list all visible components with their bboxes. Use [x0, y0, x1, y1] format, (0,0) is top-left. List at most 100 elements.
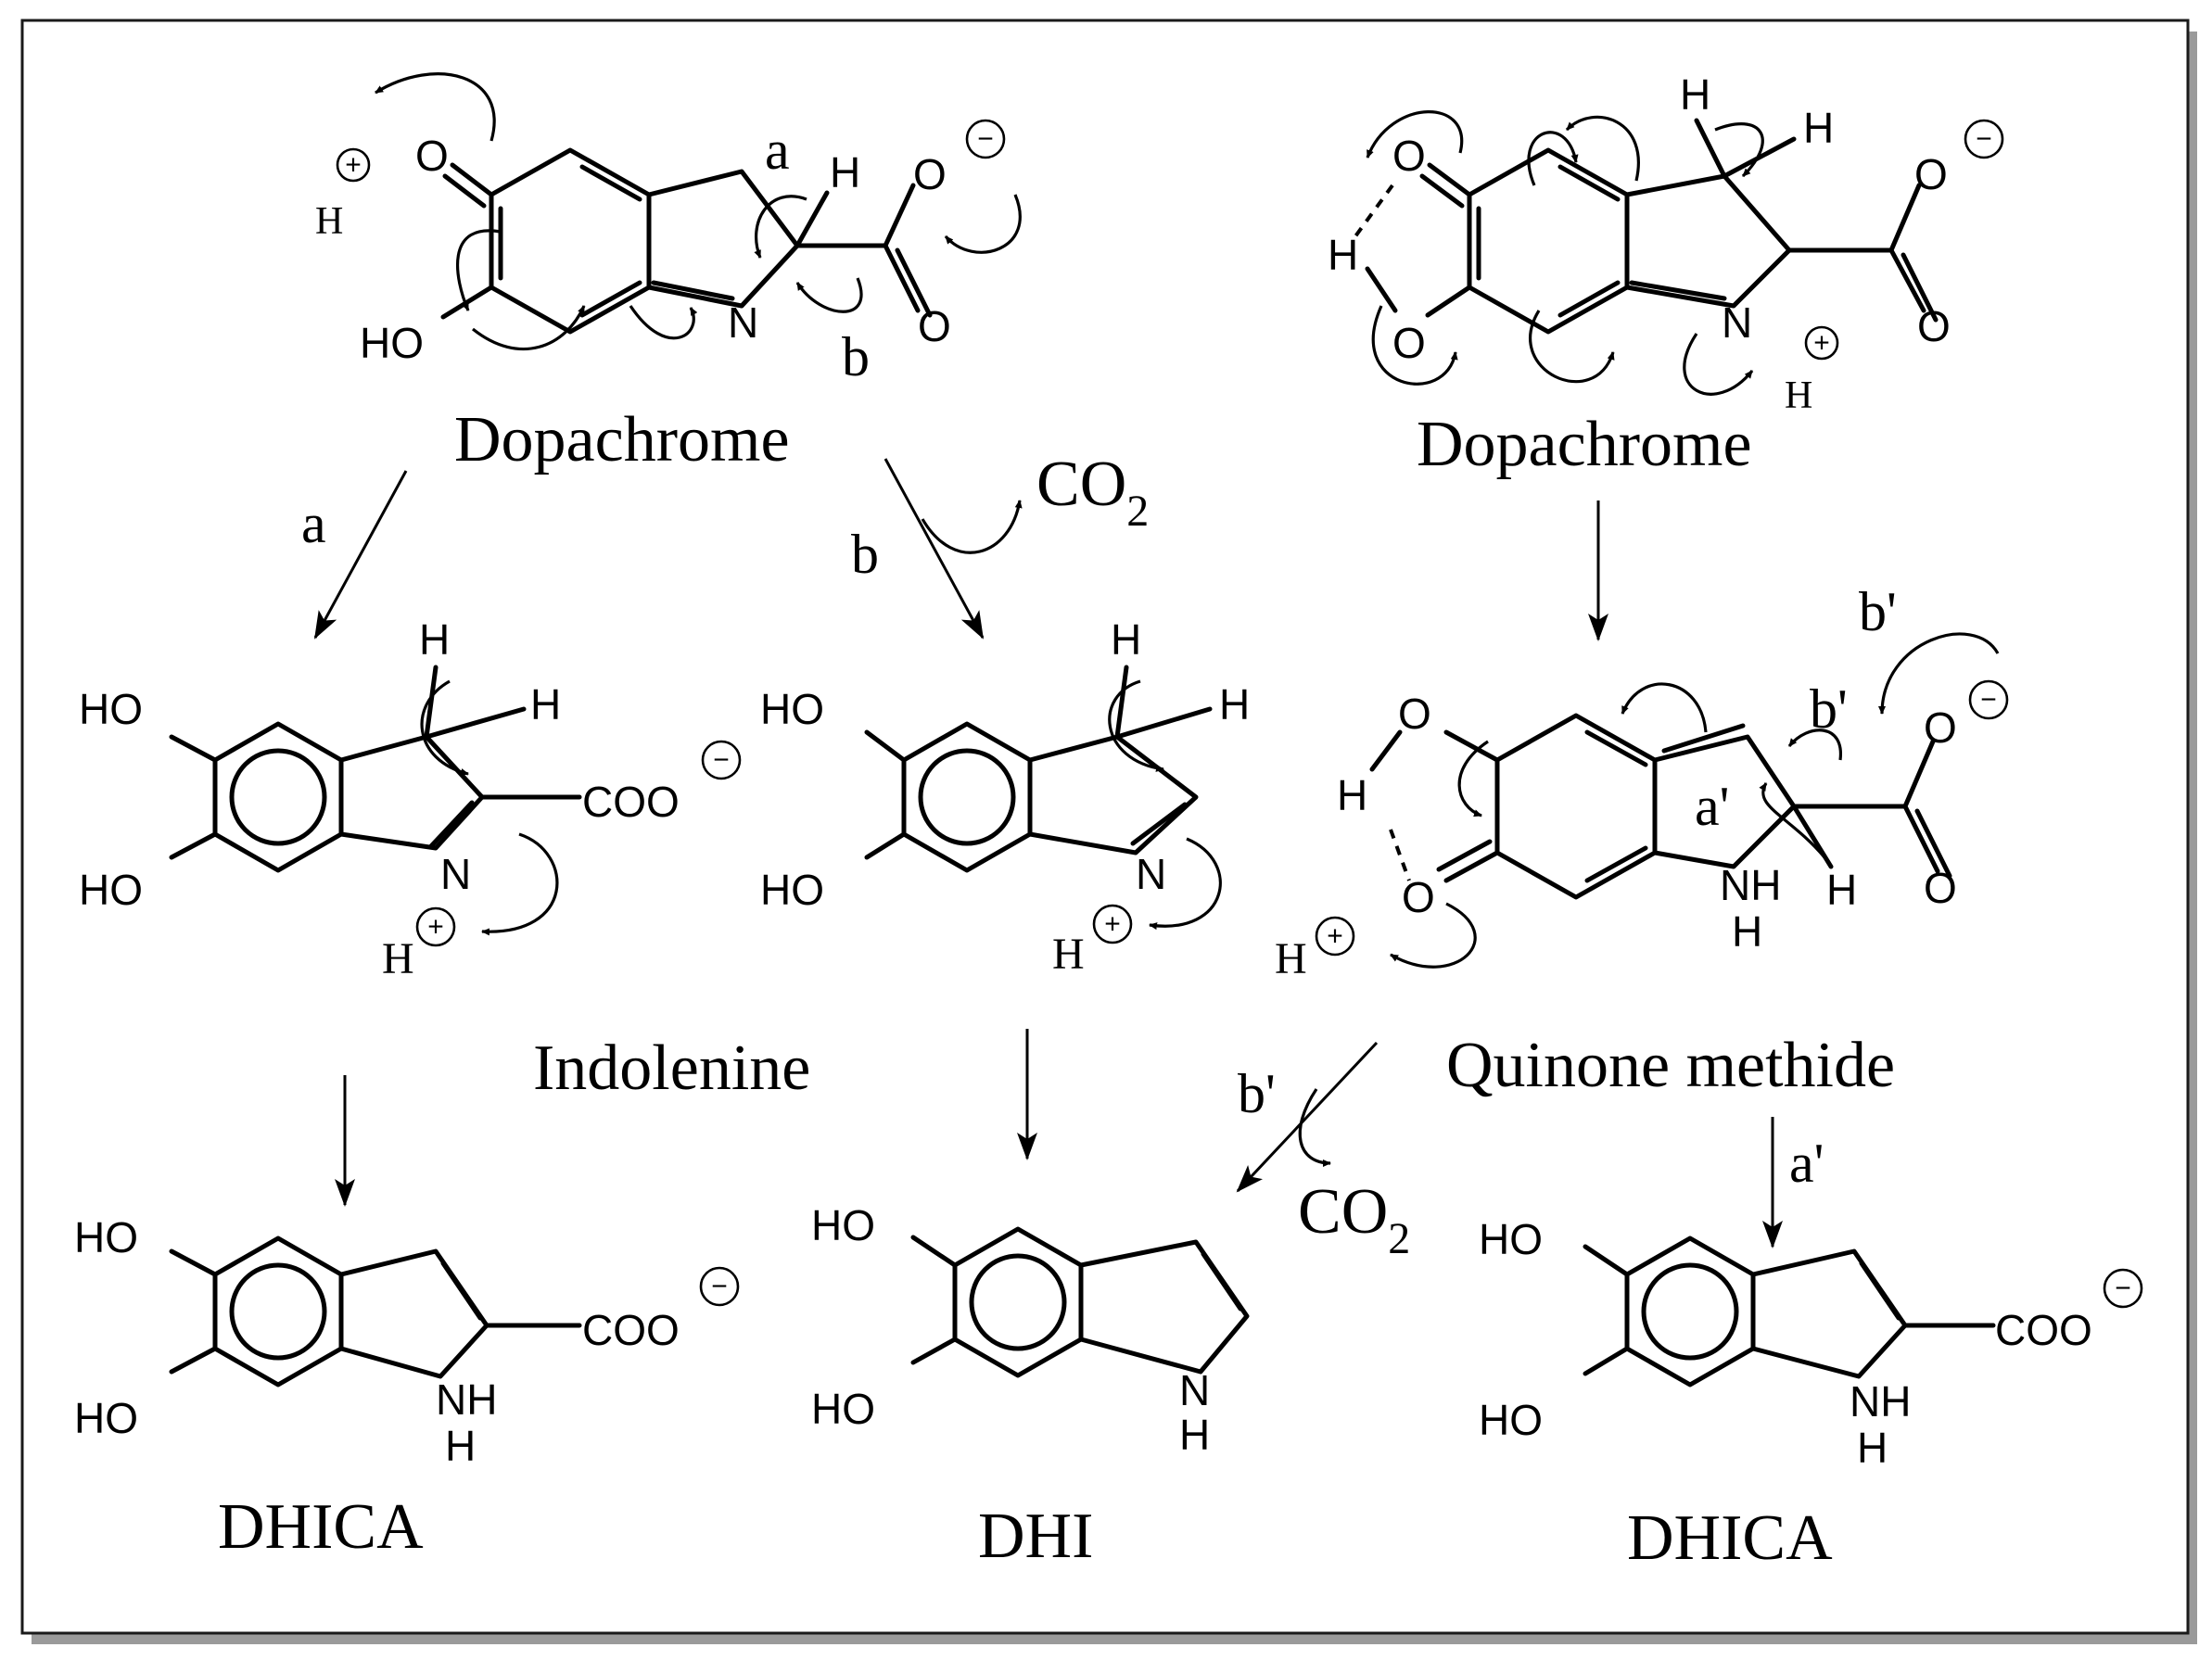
atom-h-amine: H — [445, 1422, 476, 1470]
dhi-label: DHI — [978, 1501, 1093, 1572]
plus-sign: + — [345, 150, 362, 181]
dopachrome-left-structure: O HO N H O O − + H a b — [315, 72, 1022, 387]
atom-n: N — [1136, 850, 1166, 898]
minus-sign: − — [2115, 1274, 2131, 1304]
atom-ho-bottom: HO — [74, 1394, 138, 1442]
plus-charge — [1804, 325, 1839, 361]
arrow-b-prime-label: b' — [1238, 1063, 1276, 1124]
plus-sign: + — [1104, 909, 1121, 940]
atom-h-bridge: H — [1337, 771, 1367, 819]
plus-charge — [336, 147, 371, 183]
arrow-b-label: b — [851, 524, 879, 585]
proton-h: H — [1275, 934, 1307, 983]
atom-o-carboxyl: O — [1924, 864, 1957, 912]
atom-h-a: H — [419, 615, 450, 664]
arrow-a-label: a — [301, 493, 326, 554]
label-path-a: a — [765, 120, 790, 181]
arrow-a-prime-label: a' — [1789, 1133, 1824, 1194]
minus-sign: − — [1980, 685, 1997, 716]
minus-charge — [1964, 119, 2004, 159]
atom-h-a: H — [1111, 615, 1141, 664]
dopachrome-right-structure: O H O N H H O O − + H — [1328, 70, 2004, 417]
atom-n: N — [728, 298, 758, 347]
atom-h-b: H — [1803, 104, 1834, 152]
atom-n: N — [1722, 298, 1752, 347]
atom-h-b: H — [1219, 680, 1250, 729]
dopachrome-left-label: Dopachrome — [454, 404, 790, 475]
atom-coo: COO — [582, 778, 680, 826]
atom-coo: COO — [1995, 1306, 2092, 1354]
atom-o-carbonyl: O — [1392, 132, 1426, 180]
atom-n: N — [1179, 1366, 1210, 1414]
atom-h-amine: H — [1179, 1411, 1210, 1459]
plus-sign: + — [427, 912, 444, 943]
dhica-left-structure: HO HO NH H COO − — [74, 1213, 740, 1470]
atom-o-carboxyl: O — [918, 302, 951, 350]
atom-ho-top: HO — [760, 685, 824, 733]
plus-charge — [1315, 916, 1355, 957]
indolenine-label: Indolenine — [533, 1033, 810, 1104]
atom-o-carboxyl: O — [1917, 302, 1951, 350]
label-path-b: b — [842, 326, 870, 387]
atom-ho-top: HO — [1479, 1215, 1543, 1263]
dhica-right-label: DHICA — [1627, 1502, 1833, 1574]
atom-ho: HO — [360, 319, 424, 367]
label-a-prime: a' — [1695, 776, 1729, 837]
atom-h-amine: H — [1857, 1424, 1888, 1472]
atom-ho-top: HO — [811, 1201, 875, 1249]
minus-sign: − — [713, 745, 730, 776]
atom-ho-top: HO — [79, 685, 143, 733]
atom-o-carboxylate: O — [1914, 150, 1948, 198]
label-b-prime-top: b' — [1859, 581, 1897, 642]
atom-o-carbonyl: O — [1402, 873, 1435, 921]
atom-ho-bottom: HO — [760, 866, 824, 914]
proton-h: H — [382, 934, 414, 983]
dhi-structure: HO HO N H — [811, 1201, 1250, 1459]
atom-nh: NH — [1720, 861, 1781, 909]
atom-nh: NH — [1850, 1377, 1911, 1426]
co2-top: CO2 — [1036, 449, 1149, 536]
indolenine-carboxylate-structure: HO HO N H H COO − H + — [79, 615, 742, 983]
atom-h-bridge: H — [1328, 231, 1358, 279]
indolenine-structure: HO HO N H H H + — [760, 615, 1250, 979]
atom-ho-bottom: HO — [811, 1385, 875, 1433]
frame — [20, 19, 2190, 1635]
co2-release-arrow-b-prime — [1298, 1088, 1331, 1167]
atom-o-hydroxyl: O — [1398, 690, 1431, 738]
proton-h: H — [315, 200, 343, 243]
proton-h: H — [1052, 930, 1085, 979]
minus-charge — [2103, 1268, 2143, 1309]
co2-release-arrow-b — [921, 500, 1023, 554]
minus-charge — [965, 119, 1006, 159]
minus-charge — [701, 740, 742, 780]
atom-ho-top: HO — [74, 1213, 138, 1261]
atom-h-amine: H — [1732, 907, 1762, 956]
plus-charge — [415, 906, 456, 947]
arrow-path-b-prime — [1236, 1041, 1379, 1193]
atom-o-carboxylate: O — [913, 150, 947, 198]
co2-bottom: CO2 — [1298, 1176, 1410, 1263]
dhica-left-label: DHICA — [218, 1491, 424, 1563]
atom-ho-bottom: HO — [1479, 1396, 1543, 1444]
plus-sign: + — [1813, 328, 1830, 359]
minus-charge — [1968, 679, 2009, 720]
atom-n: N — [440, 850, 471, 898]
quinone-methide-structure: O H O NH H H O O − H + b' b' a' — [1275, 581, 2009, 983]
atom-h-a: H — [1680, 70, 1710, 119]
dopachrome-right-label: Dopachrome — [1417, 409, 1752, 480]
atom-o-carbonyl: O — [415, 132, 449, 180]
arrow-path-a — [313, 470, 408, 640]
atom-nh: NH — [436, 1375, 497, 1424]
minus-sign: − — [1976, 124, 1992, 155]
plus-charge — [1092, 904, 1133, 944]
atom-o-hydroxyl: O — [1392, 319, 1426, 367]
atom-ho-bottom: HO — [79, 866, 143, 914]
atom-o-carboxylate: O — [1924, 703, 1957, 752]
atom-h: H — [830, 148, 860, 196]
proton-h: H — [1785, 374, 1812, 417]
atom-coo: COO — [582, 1306, 680, 1354]
arrow-path-b — [884, 458, 985, 640]
minus-sign: − — [711, 1272, 728, 1302]
minus-sign: − — [977, 124, 994, 155]
